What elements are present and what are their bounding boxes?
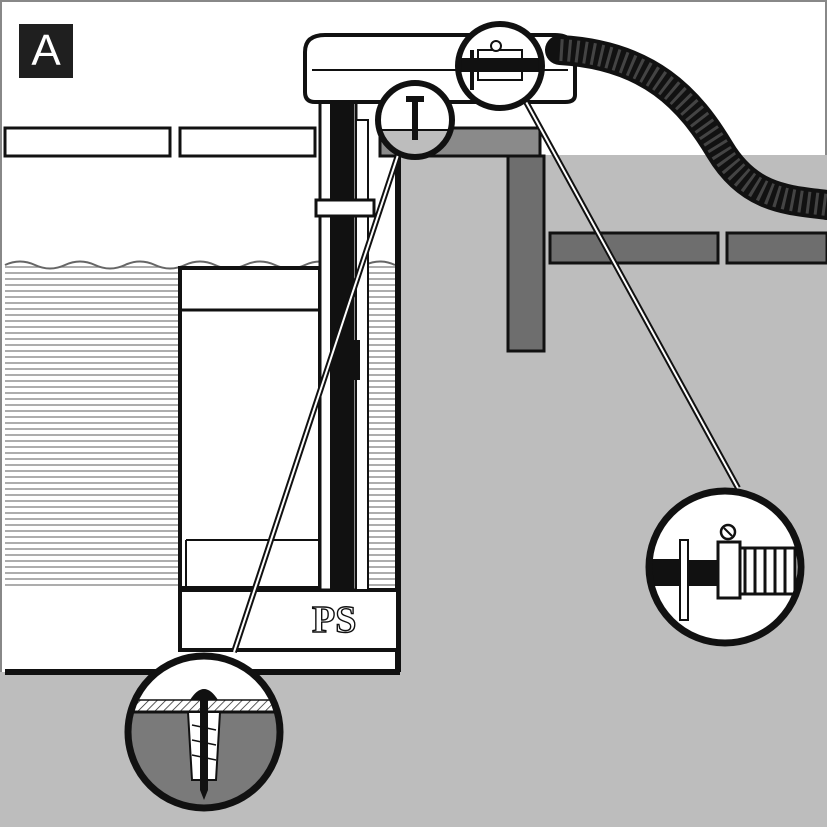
ground bbox=[0, 155, 827, 827]
panel-label: A bbox=[19, 24, 73, 78]
leader-lines bbox=[231, 98, 741, 653]
filter-box bbox=[178, 266, 400, 652]
pipes bbox=[314, 98, 376, 592]
screw-dowel-detail bbox=[124, 652, 284, 812]
ps-logo: PS bbox=[311, 598, 357, 641]
top-clamp-detail bbox=[455, 21, 545, 111]
pool-coping bbox=[3, 126, 317, 158]
deck-boards bbox=[378, 126, 827, 353]
hose bbox=[545, 35, 827, 220]
hose-clamp-icon bbox=[649, 523, 801, 621]
hose-clamp-detail bbox=[645, 487, 805, 647]
top-clamp-icon bbox=[460, 40, 540, 90]
logo-text: PS bbox=[312, 599, 356, 641]
